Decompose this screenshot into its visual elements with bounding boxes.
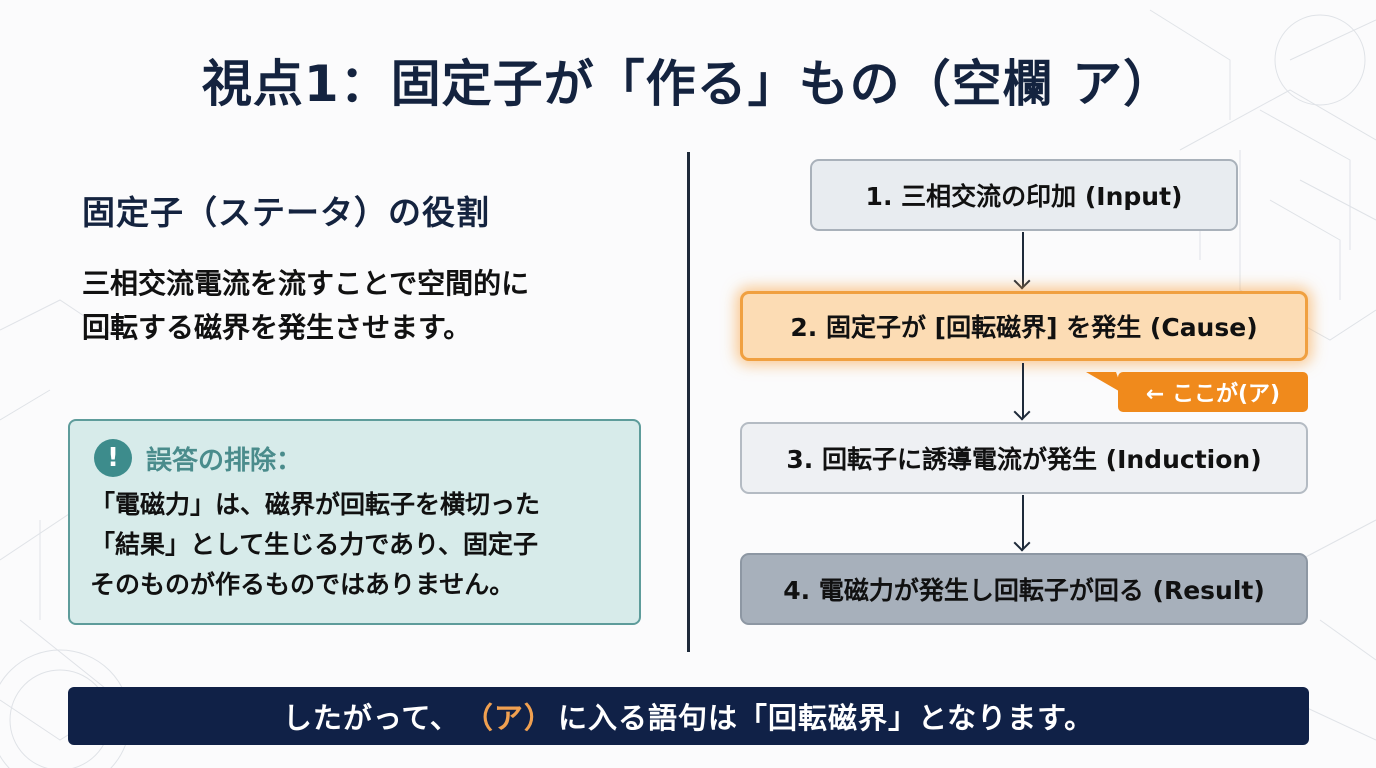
callout-line: 「結果」として生じる力であり、固定子 [90,530,539,559]
section-description: 三相交流電流を流すことで空間的に 回転する磁界を発生させます。 [82,262,652,350]
exclamation-icon: ! [94,439,132,477]
conclusion-accent: （ア） [463,701,554,735]
section-heading: 固定子（ステータ）の役割 [82,193,490,232]
flow-step-2-highlighted: 2. 固定子が [回転磁界] を発生 (Cause) [740,291,1308,361]
description-line: 三相交流電流を流すことで空間的に [82,267,530,300]
flow-step-4: 4. 電磁力が発生し回転子が回る (Result) [740,553,1308,625]
vertical-divider [687,152,690,652]
conclusion-banner: したがって、 （ア） に入る語句は「回転磁界」となります。 [68,687,1309,745]
callout-body: 「電磁力」は、磁界が回転子を横切った 「結果」として生じる力であり、固定子 その… [90,485,615,605]
callout-line: 「電磁力」は、磁界が回転子を横切った [90,490,541,519]
callout-line: そのものが作るものではありません。 [90,570,515,599]
down-arrow-icon [1022,495,1024,549]
page-title: 視点1：固定子が「作る」もの（空欄 ア） [201,55,1175,113]
down-arrow-icon [1022,232,1024,287]
flow-step-3: 3. 回転子に誘導電流が発生 (Induction) [740,422,1308,494]
flow-step-1: 1. 三相交流の印加 (Input) [810,159,1238,231]
callout-title: 誤答の排除： [146,445,303,476]
conclusion-suffix: に入る語句は「回転磁界」となります。 [557,701,1095,735]
conclusion-prefix: したがって、 [282,701,460,735]
description-line: 回転する磁界を発生させます。 [82,311,472,344]
down-arrow-icon [1022,363,1024,418]
wrong-answer-callout: ! 誤答の排除： 「電磁力」は、磁界が回転子を横切った 「結果」として生じる力で… [68,419,641,625]
answer-pointer-tag: ← ここが(ア) [1118,372,1308,412]
stator-role-section: 固定子（ステータ）の役割 三相交流電流を流すことで空間的に 回転する磁界を発生さ… [82,186,652,350]
callout-header: ! 誤答の排除： [94,439,615,477]
